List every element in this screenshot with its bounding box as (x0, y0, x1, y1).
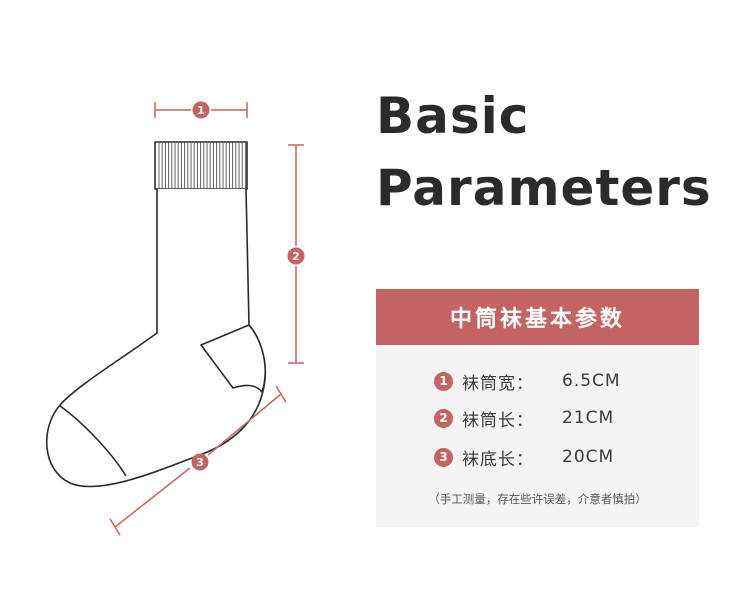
badge-3-icon: 3 (434, 447, 453, 467)
param-label: 袜筒宽： (462, 373, 534, 394)
marker-3-icon: 3 (191, 453, 209, 471)
sock-diagram: 1 2 3 (45, 101, 305, 536)
dimension-2-length (288, 144, 304, 364)
param-label: 袜底长： (462, 449, 534, 470)
param-value: 6.5CM (562, 371, 621, 391)
param-label: 袜筒长： (462, 410, 534, 431)
param-value: 21CM (562, 408, 615, 428)
measurement-note: （手工测量，存在些许误差，介意者慎拍） (428, 492, 647, 506)
param-row-foot-length: 3 袜底长： 20CM (434, 445, 615, 470)
param-value: 20CM (562, 447, 615, 467)
marker-3-label: 3 (196, 456, 204, 469)
title-basic: Basic (376, 87, 530, 145)
badge-2-icon: 2 (434, 408, 453, 428)
marker-1-label: 1 (197, 104, 205, 117)
badge-1-icon: 1 (434, 371, 453, 391)
marker-1-icon: 1 (192, 101, 210, 119)
panel-header: 中筒袜基本参数 (376, 289, 699, 345)
title-parameters: Parameters (376, 159, 712, 217)
param-row-cuff-width: 1 袜筒宽： 6.5CM (434, 369, 621, 394)
dimension-1-width (154, 102, 248, 118)
cuff-ribbing (158, 143, 246, 188)
parameters-panel: 中筒袜基本参数 1 袜筒宽： 6.5CM 2 袜筒长： 21CM 3 袜底长： … (376, 289, 699, 527)
marker-2-icon: 2 (287, 247, 305, 265)
dimension-3-foot-length (109, 385, 287, 536)
marker-2-label: 2 (292, 250, 300, 263)
param-row-leg-length: 2 袜筒长： 21CM (434, 406, 615, 431)
